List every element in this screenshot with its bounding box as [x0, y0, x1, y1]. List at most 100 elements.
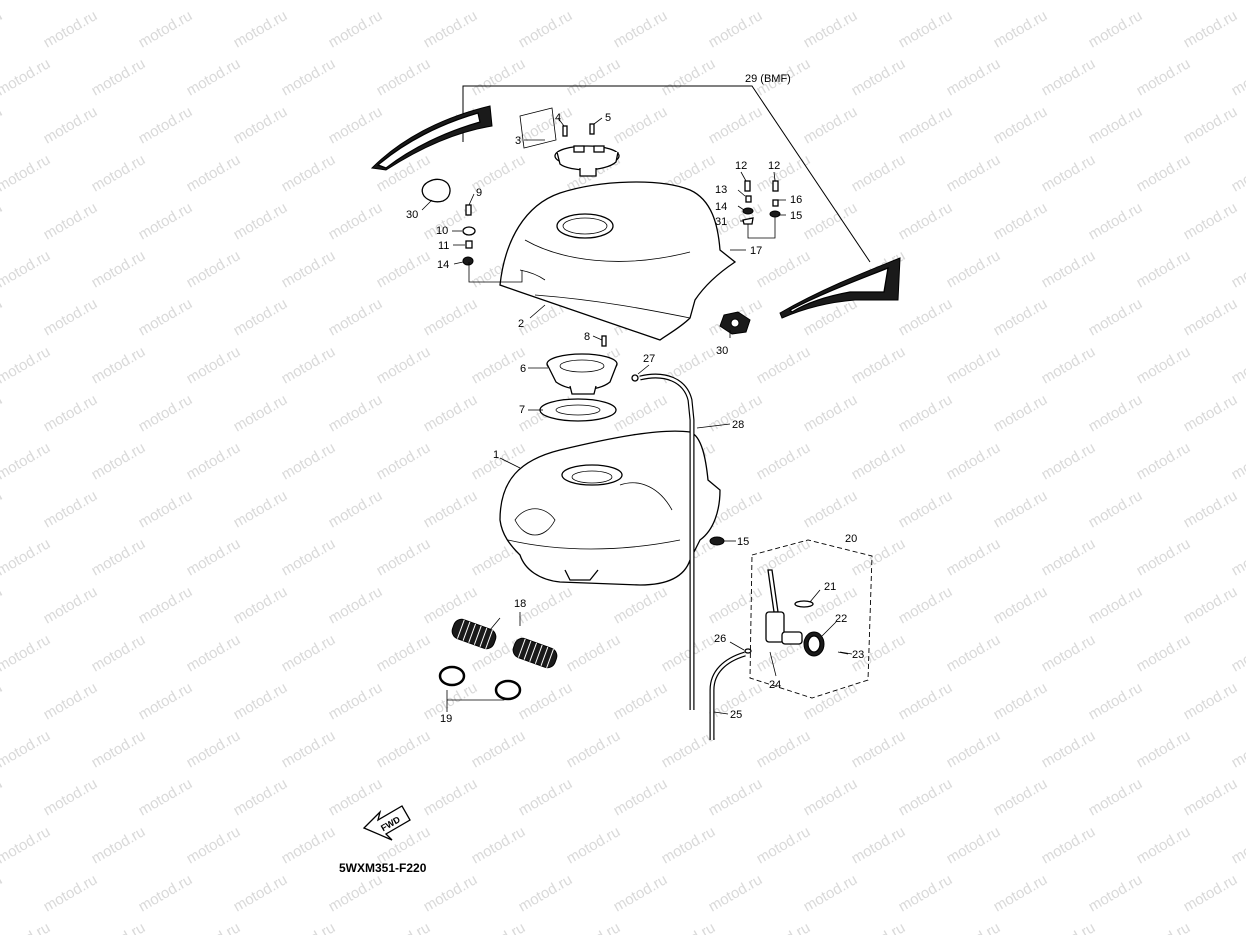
watermark-text: motod.ru	[611, 7, 671, 51]
watermark-text: motod.ru	[231, 487, 291, 531]
watermark-text: motod.ru	[754, 727, 814, 771]
watermark-text: motod.ru	[0, 247, 53, 291]
watermark-text: motod.ru	[1039, 823, 1099, 867]
watermark-text: motod.ru	[1039, 727, 1099, 771]
watermark-text: motod.ru	[1134, 727, 1194, 771]
watermark-text: motod.ru	[1229, 823, 1246, 867]
watermark-text: motod.ru	[89, 439, 149, 483]
watermark-text: motod.ru	[421, 583, 481, 627]
watermark-text: motod.ru	[1039, 919, 1099, 935]
watermark-text: motod.ru	[991, 103, 1051, 147]
watermark-text: motod.ru	[279, 535, 339, 579]
watermark-text: motod.ru	[279, 0, 339, 3]
watermark-text: motod.ru	[136, 295, 196, 339]
watermark-text: motod.ru	[279, 823, 339, 867]
watermark-text: motod.ru	[0, 487, 5, 531]
watermark-text: motod.ru	[231, 871, 291, 915]
watermark-text: motod.ru	[41, 7, 101, 51]
watermark-text: motod.ru	[231, 775, 291, 819]
watermark-text: motod.ru	[1039, 151, 1099, 195]
watermark-text: motod.ru	[0, 0, 53, 3]
watermark-text: motod.ru	[1039, 55, 1099, 99]
watermark-text: motod.ru	[0, 199, 5, 243]
watermark-text: motod.ru	[184, 151, 244, 195]
watermark-text: motod.ru	[374, 247, 434, 291]
watermark-text: motod.ru	[231, 679, 291, 723]
watermark-text: motod.ru	[659, 0, 719, 3]
watermark-text: motod.ru	[1181, 391, 1241, 435]
watermark-text: motod.ru	[136, 103, 196, 147]
watermark-text: motod.ru	[896, 487, 956, 531]
watermark-text: motod.ru	[991, 391, 1051, 435]
watermark-text: motod.ru	[849, 535, 909, 579]
watermark-text: motod.ru	[516, 7, 576, 51]
watermark-text: motod.ru	[896, 775, 956, 819]
callout-30a: 30	[406, 209, 418, 221]
watermark-text: motod.ru	[849, 823, 909, 867]
watermark-text: motod.ru	[184, 439, 244, 483]
watermark-text: motod.ru	[231, 583, 291, 627]
fuel-tank-1	[500, 431, 720, 585]
watermark-text: motod.ru	[89, 535, 149, 579]
watermark-text: motod.ru	[374, 343, 434, 387]
callout-17: 17	[750, 245, 762, 257]
watermark-text: motod.ru	[0, 295, 5, 339]
watermark-text: motod.ru	[564, 631, 624, 675]
watermark-text: motod.ru	[706, 871, 766, 915]
watermark-text: motod.ru	[469, 823, 529, 867]
watermark-text: motod.ru	[0, 535, 53, 579]
watermark-text: motod.ru	[184, 343, 244, 387]
watermark-text: motod.ru	[754, 535, 814, 579]
watermark-text: motod.ru	[1134, 631, 1194, 675]
watermark-text: motod.ru	[896, 391, 956, 435]
watermark-text: motod.ru	[89, 727, 149, 771]
callout-20: 20	[845, 533, 857, 545]
watermark-text: motod.ru	[1039, 0, 1099, 3]
watermark-text: motod.ru	[754, 0, 814, 3]
watermark-text: motod.ru	[1229, 535, 1246, 579]
watermark-text: motod.ru	[754, 247, 814, 291]
watermark-text: motod.ru	[374, 0, 434, 3]
pad-30-left	[422, 179, 450, 201]
callout-6: 6	[520, 363, 526, 375]
watermark-text: motod.ru	[1181, 871, 1241, 915]
watermark-text: motod.ru	[0, 775, 5, 819]
watermark-text: motod.ru	[944, 919, 1004, 935]
watermark-text: motod.ru	[1181, 103, 1241, 147]
watermark-text: motod.ru	[41, 871, 101, 915]
watermark-text: motod.ru	[41, 679, 101, 723]
watermark-text: motod.ru	[1181, 583, 1241, 627]
watermark-text: motod.ru	[374, 727, 434, 771]
watermark-text: motod.ru	[0, 871, 5, 915]
watermark-text: motod.ru	[136, 775, 196, 819]
watermark-text: motod.ru	[1039, 439, 1099, 483]
watermark-text: motod.ru	[136, 679, 196, 723]
watermark-text: motod.ru	[1039, 247, 1099, 291]
watermark-text: motod.ru	[944, 247, 1004, 291]
watermark-text: motod.ru	[326, 7, 386, 51]
watermark-text: motod.ru	[89, 343, 149, 387]
callout-28: 28	[732, 419, 744, 431]
watermark-text: motod.ru	[1181, 679, 1241, 723]
watermark-text: motod.ru	[231, 391, 291, 435]
diagram-code: 5WXM351-F220	[339, 861, 427, 875]
watermark-text: motod.ru	[611, 871, 671, 915]
watermark-text: motod.ru	[944, 439, 1004, 483]
watermark-text: motod.ru	[136, 583, 196, 627]
watermark-text: motod.ru	[1229, 631, 1246, 675]
watermark-text: motod.ru	[754, 439, 814, 483]
watermark-text: motod.ru	[326, 583, 386, 627]
watermark-text: motod.ru	[659, 823, 719, 867]
watermark-text: motod.ru	[89, 247, 149, 291]
watermark-text: motod.ru	[1039, 631, 1099, 675]
callout-12b: 12	[768, 160, 780, 172]
watermark-text: motod.ru	[374, 439, 434, 483]
watermark-text: motod.ru	[374, 631, 434, 675]
watermark-text: motod.ru	[659, 343, 719, 387]
watermark-text: motod.ru	[136, 487, 196, 531]
watermark-text: motod.ru	[896, 679, 956, 723]
watermark-text: motod.ru	[991, 679, 1051, 723]
watermark-text: motod.ru	[231, 7, 291, 51]
watermark-text: motod.ru	[564, 0, 624, 3]
watermark-text: motod.ru	[89, 0, 149, 3]
